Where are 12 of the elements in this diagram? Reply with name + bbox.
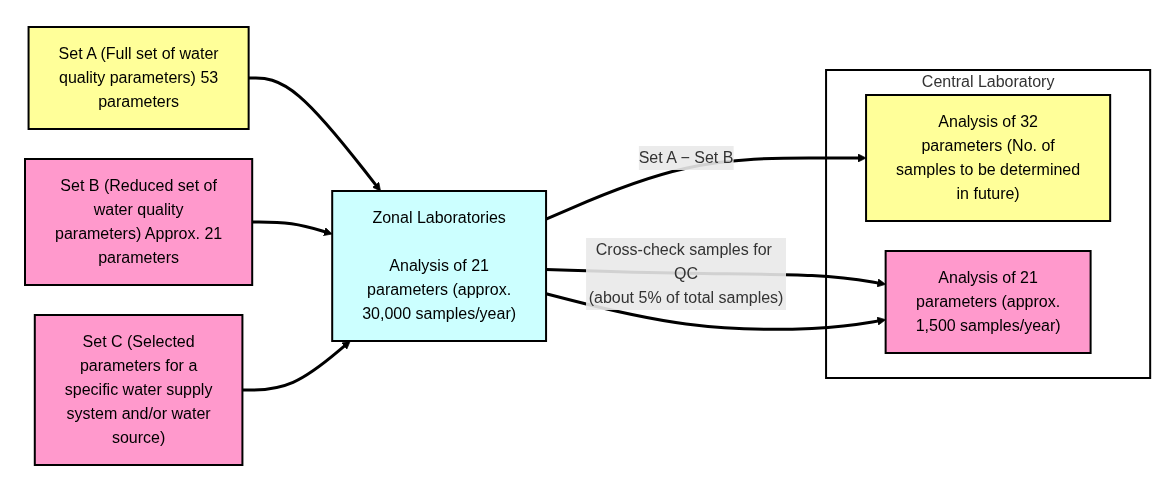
node-box: Analysis of 21 parameters (approx. 1,500 samples/year) [885, 250, 1092, 354]
arrow [242, 340, 352, 392]
edge-label: Set A − Set B [639, 149, 734, 166]
node-box: Set B (Reduced set of water quality parameters) Approx. 21 parameters [24, 158, 254, 286]
node-box: Set A (Full set of water quality parameters) 53 parameters [27, 26, 251, 130]
arrow [249, 76, 382, 192]
edge-label: Cross-check samples for QC (about 5% of total samples) [589, 241, 784, 306]
node-box: Analysis of 32 parameters (No. of samples to be determined in future) [865, 94, 1112, 222]
node-box: Set C (Selected parameters for a specific water supply system and/or water source) [34, 314, 244, 466]
arrow [252, 220, 333, 236]
arrow [546, 292, 887, 331]
node-box: Zonal Laboratories Analysis of 21 parameters (approx. 30,000 samples/year) [331, 190, 548, 342]
